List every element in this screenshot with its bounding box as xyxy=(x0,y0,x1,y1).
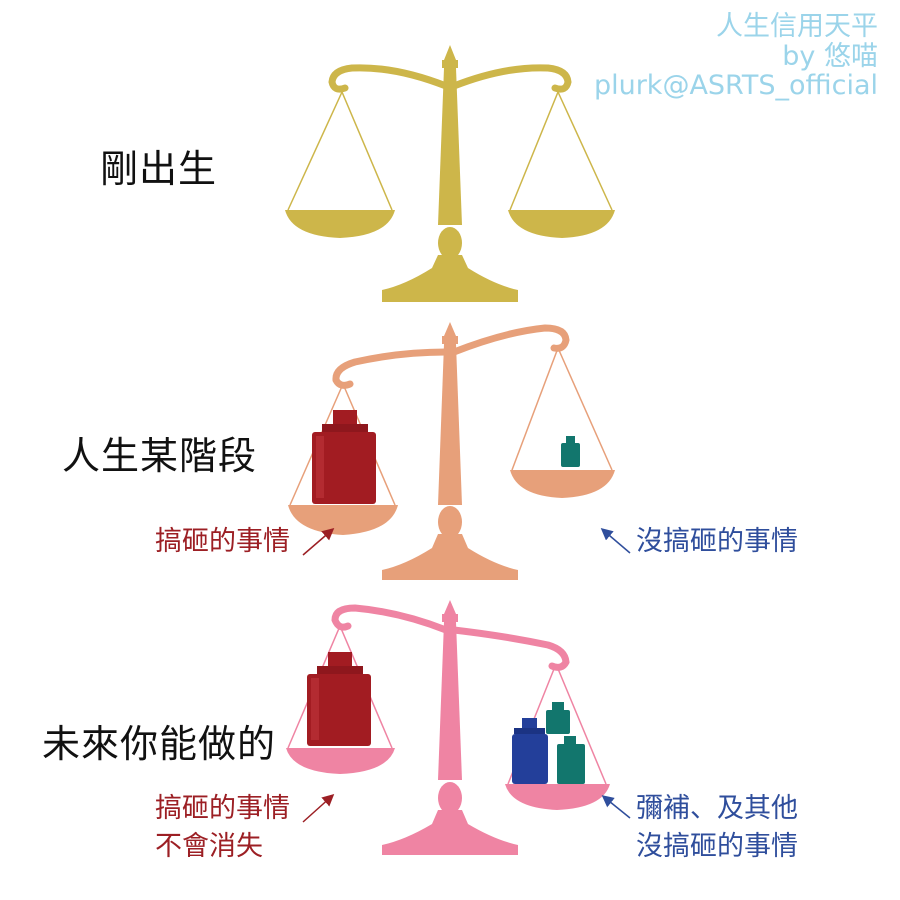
weight-blue xyxy=(512,718,548,784)
weight-teal-right xyxy=(557,736,585,784)
credit-title: 人生信用天平 xyxy=(716,11,878,42)
pan-left xyxy=(285,91,395,238)
weight-teal-top xyxy=(546,702,570,734)
note-not-mistakes-midlife: 沒搞砸的事情 xyxy=(636,526,798,557)
weight-small-teal xyxy=(561,436,580,467)
scale-beam xyxy=(332,324,570,389)
note-not-mistakes-future: 沒搞砸的事情 xyxy=(636,831,798,862)
stage-label-midlife: 人生某階段 xyxy=(62,434,258,478)
pan-right xyxy=(510,347,615,498)
scale-midlife xyxy=(288,322,631,580)
arrow-not-mistakes xyxy=(600,528,631,554)
note-not-disappear-future: 不會消失 xyxy=(155,831,263,862)
scale-beam xyxy=(328,64,572,93)
scale-stand xyxy=(382,322,518,580)
stage-label-birth: 剛出生 xyxy=(100,147,218,191)
credit-handle: plurk@ASRTS_official xyxy=(593,70,878,102)
pan-left xyxy=(286,625,395,774)
scale-birth xyxy=(285,45,615,302)
note-mistakes-midlife: 搞砸的事情 xyxy=(155,526,290,557)
arrow-mistakes xyxy=(302,528,335,556)
arrow-mistakes-future xyxy=(302,793,335,823)
credit-block: 人生信用天平 by 悠喵 plurk@ASRTS_official xyxy=(594,12,878,101)
pan-right xyxy=(508,91,615,238)
pan-left xyxy=(288,383,398,535)
credit-author: by 悠喵 xyxy=(782,40,878,72)
scale-future xyxy=(286,600,631,855)
weight-large-red xyxy=(307,652,371,746)
scale-stand xyxy=(382,600,518,855)
note-mistakes-future: 搞砸的事情 xyxy=(155,793,290,824)
scale-stand xyxy=(382,45,518,302)
weight-large-red xyxy=(312,410,376,504)
pan-right xyxy=(505,663,610,810)
note-make-up-future: 彌補、及其他 xyxy=(636,793,798,824)
stage-label-future: 未來你能做的 xyxy=(42,722,277,766)
arrow-make-up-future xyxy=(601,795,631,819)
